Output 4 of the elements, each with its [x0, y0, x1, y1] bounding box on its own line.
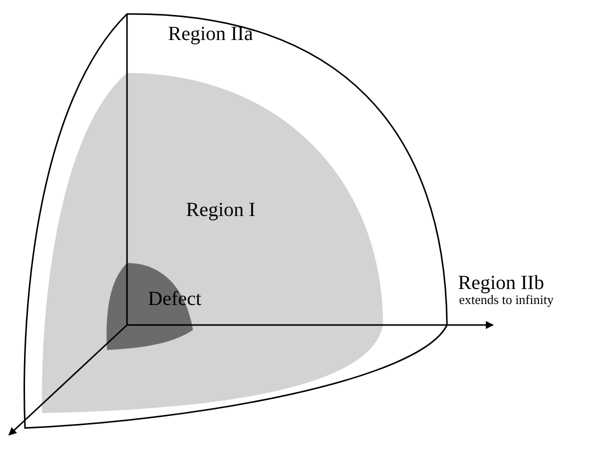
region-label: Region I [186, 200, 256, 220]
region-label: Region IIa [168, 24, 253, 44]
region-label: Region IIb [458, 273, 544, 293]
note: extends to infinity [459, 293, 554, 306]
